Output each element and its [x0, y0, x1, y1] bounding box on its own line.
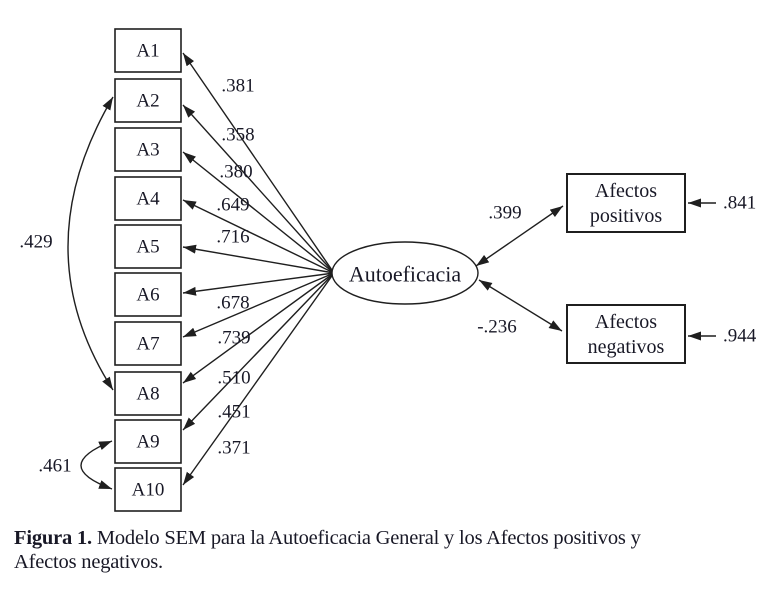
outcome-label-positivos-line2: positivos: [590, 205, 662, 227]
loading-arrow-a4: [182, 199, 335, 274]
indicator-box-a4: [114, 176, 182, 221]
loading-arrow-a7: [182, 272, 335, 338]
figure-caption-line2: Afectos negativos.: [14, 550, 163, 573]
loading-value-a1: .381: [221, 76, 254, 97]
sem-diagram-canvas: .429 .461 A1 .381 A2 .358 A3 .380 A4 .64…: [19, 28, 757, 512]
sem-path-diagram: .429 .461 A1 .381 A2 .358 A3 .380 A4 .64…: [19, 28, 757, 512]
indicator-box-a1: [114, 28, 182, 73]
loading-value-a8: .510: [217, 368, 250, 389]
covariance-arrow-a2-a8: [67, 96, 114, 391]
loading-arrow-a10: [182, 272, 335, 486]
loading-value-a5: .716: [216, 227, 249, 248]
indicator-a7: A7 .739: [114, 321, 251, 366]
outcome-box-positivos: [566, 173, 686, 233]
indicator-box-a7: [114, 321, 182, 366]
indicator-a9: A9 .451: [114, 402, 251, 464]
indicator-a4: A4 .649: [114, 176, 250, 221]
loading-value-a6: .678: [216, 293, 249, 314]
indicator-box-a9: [114, 419, 182, 464]
path-value-negativos: -.236: [477, 317, 517, 338]
figure-caption-line1: Modelo SEM para la Autoeficacia General …: [96, 527, 641, 549]
loading-arrow-a8: [182, 272, 335, 384]
indicator-box-a3: [114, 127, 182, 172]
outcome-positivos: Afectos positivos .841: [566, 173, 756, 233]
indicator-a3: A3 .380: [114, 127, 253, 183]
covariance-value-a2-a8: .429: [19, 232, 52, 253]
indicator-label-a4: A4: [136, 189, 160, 210]
loading-value-a10: .371: [217, 438, 250, 459]
loading-arrow-a6: [182, 272, 335, 296]
indicator-label-a9: A9: [136, 432, 159, 453]
indicator-box-a2: [114, 78, 182, 123]
indicator-box-a5: [114, 224, 182, 269]
loading-arrow-a5: [182, 244, 335, 274]
indicator-a5: A5 .716: [114, 224, 250, 269]
loading-arrow-a2: [182, 104, 335, 274]
indicator-label-a7: A7: [136, 334, 159, 355]
figure-caption-label: Figura 1.: [14, 527, 92, 549]
path-arrow-negativos: [478, 279, 563, 332]
loading-arrow-a1: [182, 52, 335, 274]
loading-arrow-a3: [182, 151, 335, 274]
indicator-label-a5: A5: [136, 237, 159, 258]
loading-value-a4: .649: [216, 195, 249, 216]
outcome-box-negativos: [566, 304, 686, 364]
indicator-a8: A8 .510: [114, 368, 251, 416]
loading-value-a9: .451: [217, 402, 250, 423]
outcome-label-negativos-line2: negativos: [588, 336, 665, 358]
loading-value-a3: .380: [219, 162, 252, 183]
loading-value-a2: .358: [221, 125, 254, 146]
error-value-negativos: .944: [723, 326, 757, 347]
indicator-box-a10: [114, 467, 182, 512]
indicator-label-a8: A8: [136, 384, 159, 405]
figure-caption: Figura 1. Modelo SEM para la Autoeficaci…: [14, 527, 774, 574]
loading-value-a7: .739: [217, 328, 250, 349]
path-value-positivos: .399: [488, 203, 521, 224]
covariance-arrow-a9-a10: [80, 440, 113, 490]
latent-ellipse: [331, 241, 479, 305]
latent-label: Autoeficacia: [349, 262, 462, 287]
outcome-label-negativos-line1: Afectos: [595, 311, 657, 333]
indicator-label-a6: A6: [136, 285, 159, 306]
indicator-a10: A10 .371: [114, 438, 251, 512]
error-value-positivos: .841: [723, 193, 756, 214]
indicator-a2: A2 .358: [114, 78, 255, 146]
indicator-label-a10: A10: [132, 480, 165, 501]
indicator-label-a3: A3: [136, 140, 159, 161]
indicator-a6: A6 .678: [114, 272, 250, 317]
indicator-label-a1: A1: [136, 41, 159, 62]
outcome-negativos: Afectos negativos .944: [566, 304, 757, 364]
indicator-label-a2: A2: [136, 91, 159, 112]
indicator-box-a8: [114, 371, 182, 416]
outcome-label-positivos-line1: Afectos: [595, 180, 657, 202]
path-arrow-positivos: [475, 205, 564, 267]
indicator-box-a6: [114, 272, 182, 317]
loading-arrow-a9: [182, 272, 335, 431]
covariance-value-a9-a10: .461: [38, 456, 71, 477]
indicator-a1: A1 .381: [114, 28, 255, 97]
